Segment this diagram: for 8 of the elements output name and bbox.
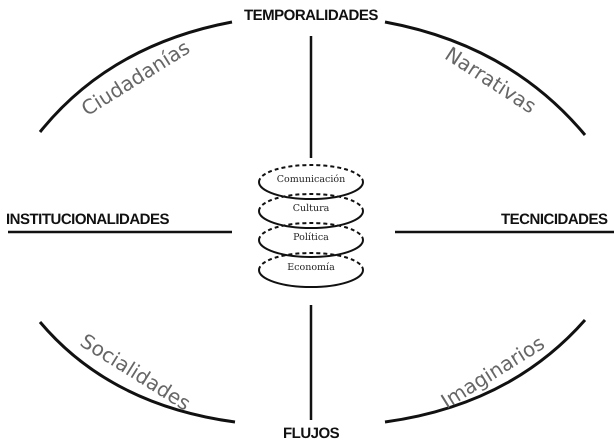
- axis-label: INSTITUCIONALIDADES: [6, 212, 169, 227]
- ellipse-label: Cultura: [292, 203, 330, 214]
- axis-label: FLUJOS: [283, 426, 340, 441]
- ellipse-label: Comunicación: [276, 174, 346, 185]
- axis-label: TECNICIDADES: [501, 212, 608, 227]
- axis-label: TEMPORALIDADES: [244, 8, 378, 23]
- ellipse-label: Política: [292, 232, 330, 243]
- ellipse-label: Economía: [286, 262, 336, 273]
